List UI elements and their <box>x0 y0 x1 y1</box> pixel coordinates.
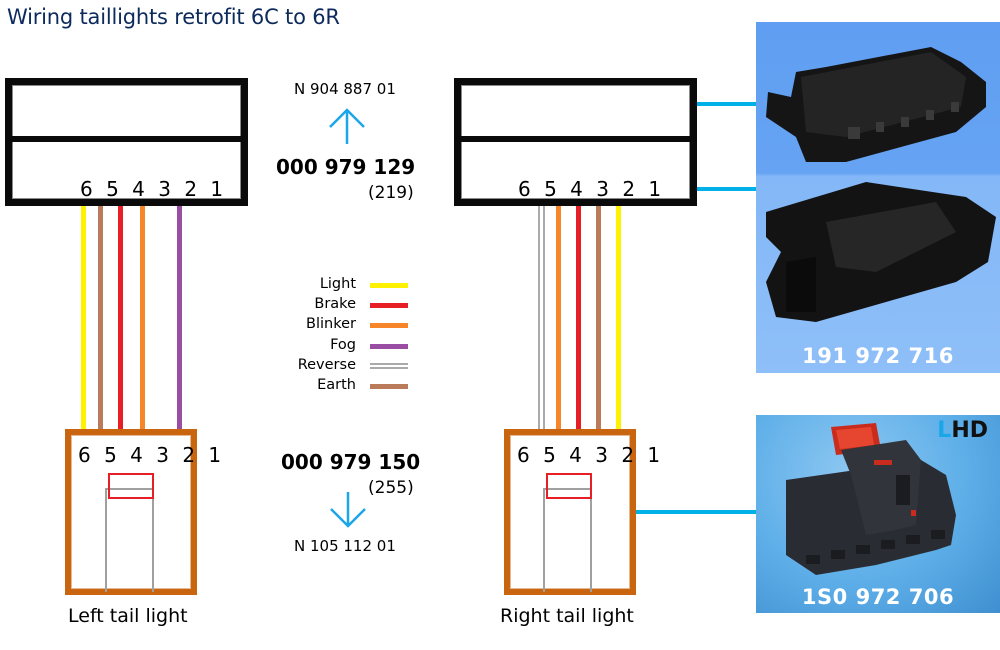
legend-item-blinker: Blinker <box>270 316 408 336</box>
connector-lower-section <box>12 142 241 199</box>
connector-housing-illustration <box>766 47 996 322</box>
upper-pin-part-number: N 904 887 01 <box>294 80 396 98</box>
connector-photo-1s0-972-706: LHD 1S0 972 706 <box>756 415 1000 613</box>
legend-item-fog: Fog <box>270 337 408 357</box>
right-wire-reverse-b <box>543 206 545 429</box>
photo-caption-bottom: 1S0 972 706 <box>801 585 955 609</box>
right-tail-connector: 6 5 4 3 2 1 <box>504 429 660 595</box>
callout-line-tail <box>636 510 756 514</box>
lhd-connector-illustration <box>786 423 956 575</box>
right-wire-reverse-a <box>538 206 540 429</box>
left-tail-pin-numbers: 6 5 4 3 2 1 <box>78 443 225 467</box>
legend-item-reverse: Reverse <box>270 357 408 377</box>
connector-divider <box>11 136 242 142</box>
connector-slot <box>543 488 592 592</box>
wire-legend: Light Brake Blinker Fog Reverse Earth <box>270 276 408 400</box>
legend-swatch-brake <box>370 303 408 308</box>
right-tail-pin-numbers: 6 5 4 3 2 1 <box>517 443 664 467</box>
left-ecu-pin-numbers: 6 5 4 3 2 1 <box>80 177 227 201</box>
left-tail-connector: 6 5 4 3 2 1 <box>65 429 221 595</box>
right-wire-brake <box>576 206 581 429</box>
lower-housing-part-number: 000 979 150 <box>281 450 421 474</box>
legend-item-brake: Brake <box>270 296 408 316</box>
legend-item-light: Light <box>270 276 408 296</box>
callout-line-top-lower <box>697 187 756 191</box>
arrow-down-icon <box>330 492 366 528</box>
right-tail-label: Right tail light <box>500 605 634 627</box>
legend-swatch-reverse <box>370 363 408 369</box>
left-wire-fog <box>177 206 182 429</box>
lower-housing-sub: (255) <box>368 478 414 498</box>
legend-swatch-earth <box>370 384 408 389</box>
legend-swatch-light <box>370 283 408 288</box>
left-ecu-connector: 6 5 4 3 2 1 <box>5 78 248 206</box>
connector-divider <box>460 136 691 142</box>
connector-latch <box>546 473 592 499</box>
legend-swatch-blinker <box>370 323 408 328</box>
left-wire-brake <box>118 206 123 429</box>
photo-caption-top: 191 972 716 <box>802 344 954 368</box>
connector-upper-section <box>12 85 241 136</box>
upper-housing-part-number: 000 979 129 <box>276 155 416 179</box>
connector-lower-section <box>461 142 690 199</box>
upper-housing-sub: (219) <box>368 183 414 203</box>
left-tail-label: Left tail light <box>68 605 188 627</box>
connector-upper-section <box>461 85 690 136</box>
lhd-badge: LHD <box>937 418 988 443</box>
right-wire-light <box>616 206 621 429</box>
left-wire-light <box>81 206 86 429</box>
right-wire-earth <box>596 206 601 429</box>
connector-latch <box>108 473 154 499</box>
right-ecu-pin-numbers: 6 5 4 3 2 1 <box>518 177 665 201</box>
arrow-up-icon <box>329 108 365 144</box>
connector-photo-191-972-716: 191 972 716 <box>756 22 1000 373</box>
right-ecu-connector: 6 5 4 3 2 1 <box>454 78 697 206</box>
left-wire-blinker <box>140 206 145 429</box>
callout-line-top-upper <box>697 102 756 106</box>
right-wire-blinker <box>556 206 561 429</box>
diagram-title: Wiring taillights retrofit 6C to 6R <box>7 5 340 29</box>
left-wire-earth <box>98 206 103 429</box>
connector-slot <box>105 488 154 592</box>
legend-item-earth: Earth <box>270 377 408 397</box>
lower-pin-part-number: N 105 112 01 <box>294 537 396 555</box>
legend-swatch-fog <box>370 344 408 349</box>
